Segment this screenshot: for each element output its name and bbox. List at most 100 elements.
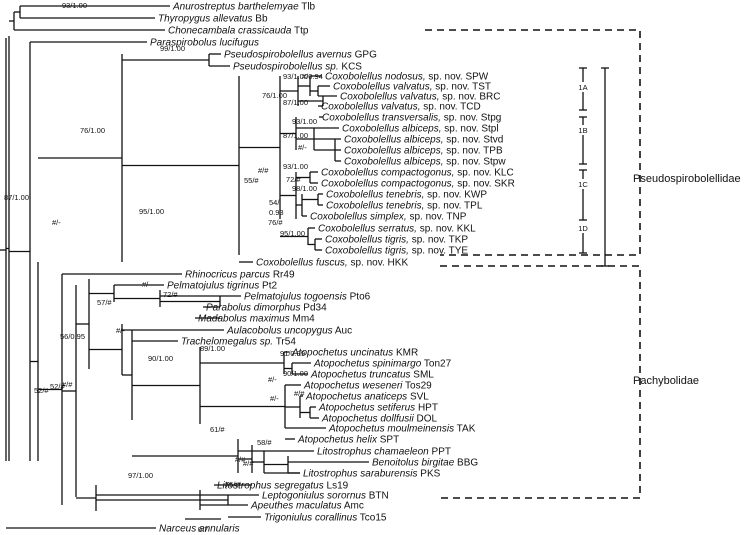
bracket-gap <box>571 125 595 135</box>
support-value: 75/# <box>225 480 240 489</box>
tip-label: Atopochetus uncinatus KMR <box>291 348 418 359</box>
tip-label: Atopochetus anaticeps SVL <box>305 392 429 403</box>
pachybolidae-box <box>440 265 641 499</box>
support-value: #/# <box>294 389 305 398</box>
support-value: 87/1.00 <box>283 131 308 140</box>
tip-label: Anurostreptus barthelemyae Tlb <box>172 2 316 13</box>
tip-label: Atopochetus helix SPT <box>297 435 399 446</box>
tip-label: Pelmatojulus tigrinus Pt2 <box>167 281 277 292</box>
support-value: #/- <box>52 218 61 227</box>
tip-label: Coxobolellus compactogonus, sp. nov. SKR <box>321 179 515 190</box>
support-value: 97/1.00 <box>128 471 153 480</box>
support-value: 76/1.00 <box>80 126 105 135</box>
tip-label: Pseudospirobolellus sp. KCS <box>233 62 362 73</box>
tip-label: Trigoniulus corallinus Tco15 <box>264 513 387 524</box>
support-value: 90/1.00 <box>283 369 308 378</box>
tip-label: Parabolus dimorphus Pd34 <box>206 303 327 314</box>
tip-label: Madabolus maximus Mm4 <box>198 314 315 325</box>
support-value: #/- <box>142 280 151 289</box>
tip-label: Paraspirobolus lucifugus <box>150 38 259 49</box>
support-value: 57/# <box>97 298 112 307</box>
clade-label: Pseudospirobolellidae <box>633 173 741 185</box>
clade-label: Pachybolidae <box>633 375 699 387</box>
subclade-label: 1D <box>578 224 588 233</box>
support-value: 93/1.00 <box>283 162 308 171</box>
tip-label: Aulacobolus uncopygus Auc <box>226 326 352 337</box>
tip-label: Litostrophus saraburensis PKS <box>303 469 441 480</box>
subclade-brackets: 1A 1B 1C 1D <box>571 67 609 267</box>
support-value: 91/0.99 <box>280 349 305 358</box>
support-value: 90/1.00 <box>148 354 173 363</box>
tip-label: Benoitolus birgitae BBG <box>372 458 478 469</box>
support-value: 72/# <box>163 290 178 299</box>
support-value: 93/1.00 <box>292 117 317 126</box>
scale-bar-label: 0.7 <box>198 525 208 534</box>
tip-label: Coxobolellus nodosus, sp. nov. SPW <box>325 72 489 83</box>
support-value: 87/1.00 <box>4 193 29 202</box>
support-value: 52/# <box>50 382 65 391</box>
tip-label: Leptogoniulus sorornus BTN <box>262 491 389 502</box>
support-value: 89/1.00 <box>200 344 225 353</box>
pseudospirobolellidae-box <box>425 29 641 256</box>
support-value: #/0.94 <box>302 72 323 81</box>
support-value: 95/1.00 <box>139 207 164 216</box>
tip-label: Coxobolellus transversalis, sp. nov. Stp… <box>322 113 501 124</box>
tip-label: Coxobolellus valvatus, sp. nov. TCD <box>321 102 481 113</box>
tip-label: Atopochetus moulmeinensis TAK <box>328 424 476 435</box>
tip-label: Coxobolellus albiceps, sp. nov. Stvd <box>344 135 503 146</box>
tip-label: Coxobolellus albiceps, sp. nov. Stpl <box>342 124 499 135</box>
support-value: 72/# <box>286 175 301 184</box>
support-value: #/# <box>62 380 73 389</box>
tip-label: Coxobolellus valvatus, sp. nov. TST <box>333 82 491 93</box>
support-value: #/- <box>270 394 279 403</box>
support-value: #/- <box>298 143 307 152</box>
tip-label: Coxobolellus albiceps, sp. nov. TPB <box>344 146 503 157</box>
support-value: 58/# <box>257 438 272 447</box>
tip-label: Coxobolellus fuscus, sp. nov. HKK <box>256 258 408 269</box>
tip-label: Pseudospirobolellus avernus GPG <box>224 50 377 61</box>
tip-label: Litostrophus chamaeleon PPT <box>317 447 451 458</box>
bracket-gap <box>571 82 595 92</box>
subclade-label: 1A <box>578 83 587 92</box>
subclade-label: 1C <box>578 180 588 189</box>
tip-label: Rhinocricus parcus Rr49 <box>185 270 295 281</box>
tip-label: Atopochetus setiferus HPT <box>318 403 438 414</box>
support-value: #/- <box>268 375 277 384</box>
tip-labels: Anurostreptus barthelemyae TlbThyropygus… <box>150 2 515 535</box>
support-value: 76/# <box>268 218 283 227</box>
tip-label: Apeuthes maculatus Amc <box>250 501 364 512</box>
tip-label: Atopochetus spinimargo Ton27 <box>313 359 452 370</box>
tip-label: Coxobolellus tenebris, sp. nov. KWP <box>326 190 487 201</box>
support-value: 55/# <box>244 176 259 185</box>
tip-label: Coxobolellus compactogonus, sp. nov. KLC <box>321 168 514 179</box>
clade-boxes <box>425 29 641 499</box>
bracket-gap <box>571 179 595 189</box>
subclade-label: 1B <box>578 126 587 135</box>
support-value: 87/1.00 <box>283 98 308 107</box>
tip-label: Coxobolellus tenebris, sp. nov. TPL <box>326 201 483 212</box>
tip-label: Pelmatojulus togoensis Pto6 <box>244 292 371 303</box>
tip-label: Trachelomegalus sp. Tr54 <box>181 337 296 348</box>
support-value: 52/# <box>34 386 49 395</box>
tip-label: Litostrophus segregatus Ls19 <box>217 481 349 492</box>
support-value: #/# <box>235 455 246 464</box>
support-value: 93/1.00 <box>283 72 308 81</box>
tip-label: Atopochetus dollfusii DOL <box>321 414 438 425</box>
support-value: 93/1.00 <box>62 1 87 10</box>
support-value: 61/# <box>210 425 225 434</box>
support-value: 54/ <box>269 198 280 207</box>
support-value: #/- <box>116 326 125 335</box>
tip-label: Coxobolellus tigris, sp. nov. TKP <box>325 235 468 246</box>
tip-label: Coxobolellus tigris, sp. nov. TYE <box>325 246 468 257</box>
tip-label: Narceus annularis <box>159 524 240 535</box>
support-value: 95/1.00 <box>280 229 305 238</box>
tip-label: Chonecambala crassicauda Ttp <box>168 26 309 37</box>
tip-label: Coxobolellus simplex, sp. nov. TNP <box>310 212 467 223</box>
support-value: #/# <box>258 166 269 175</box>
bracket-gap <box>571 223 595 233</box>
tip-label: Atopochetus truncatus SML <box>310 370 434 381</box>
scale-bar: 0.7 <box>185 518 221 534</box>
support-value: #/# <box>243 459 254 468</box>
